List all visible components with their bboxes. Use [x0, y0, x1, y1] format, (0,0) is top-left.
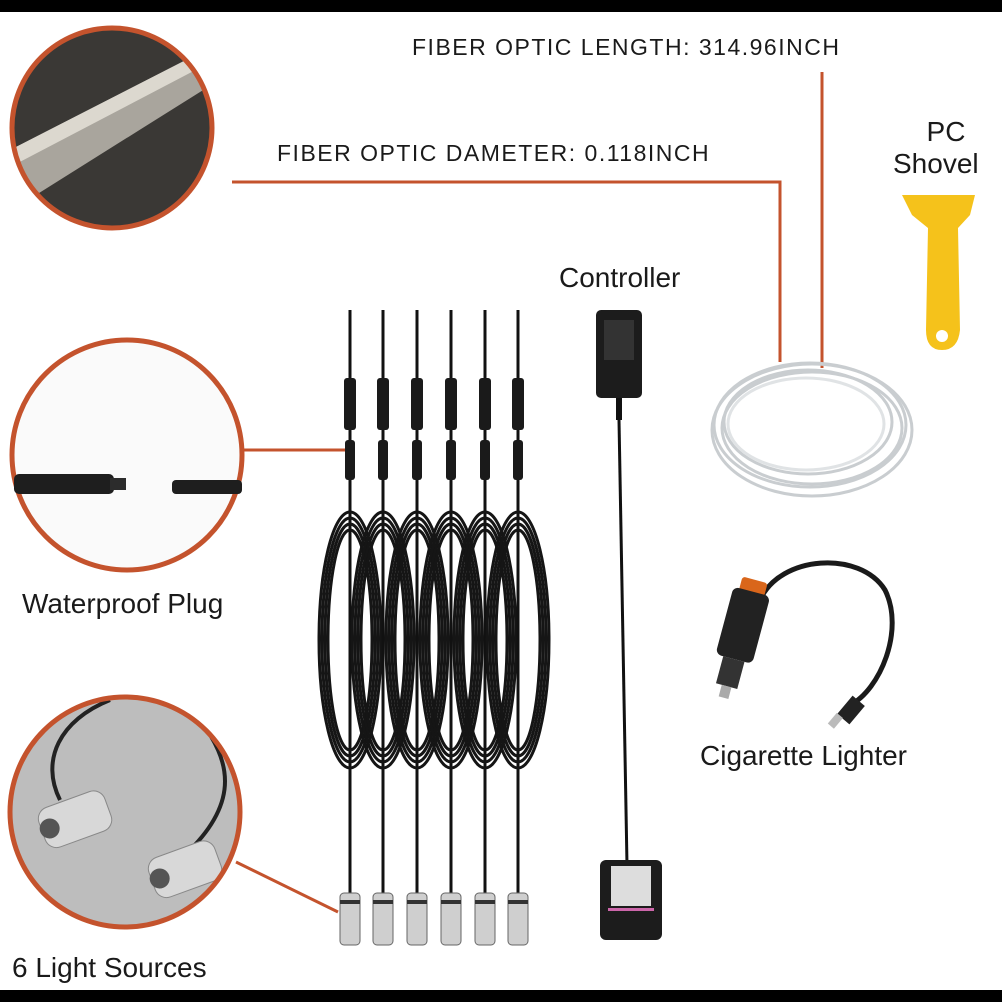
light-source-head-3 [406, 892, 428, 946]
cable-coil-3 [390, 522, 444, 758]
controller-label: Controller [559, 262, 681, 293]
light-source-ring-2 [373, 900, 393, 904]
cable-coil-3 [384, 510, 450, 770]
cable-coil-2 [356, 522, 410, 758]
cable-coil-2 [350, 510, 416, 770]
light-source-ring-3 [407, 900, 427, 904]
pc-shovel [902, 195, 975, 350]
cable-coil-5 [458, 522, 512, 758]
cable-coil-4 [418, 510, 484, 770]
fiber-closeup-circle [9, 25, 215, 231]
cable-coil-5 [452, 510, 518, 770]
light-source-head-4 [440, 892, 462, 946]
cable-coil-5 [455, 516, 515, 764]
cable-coil-2 [359, 528, 407, 752]
waterproof-plug-label: Waterproof Plug [22, 588, 224, 619]
light-source-head-2 [372, 892, 394, 946]
light-source-ring-5 [475, 900, 495, 904]
cable-coil-4 [424, 522, 478, 758]
cable-plug-3 [411, 378, 423, 430]
cable-plug-socket-4 [446, 440, 456, 480]
light-source-head-5 [474, 892, 496, 946]
light-source-ring-6 [508, 900, 528, 904]
light-source-head-1 [339, 892, 361, 946]
leader-lines [232, 72, 824, 914]
controller [596, 310, 662, 940]
cable-coil-6 [491, 522, 545, 758]
cable-coil-6 [494, 528, 542, 752]
cable-plug-socket-2 [378, 440, 388, 480]
cable-plug-1 [344, 378, 356, 430]
fiber-optic-coil [710, 361, 914, 498]
light-source-ring-4 [441, 900, 461, 904]
fiber-length-label: FIBER OPTIC LENGTH: 314.96INCH [412, 34, 841, 60]
light-source-head-6 [507, 892, 529, 946]
cable-coil-1 [323, 522, 377, 758]
cable-coil-1 [320, 516, 380, 764]
cable-coil-2 [353, 516, 413, 764]
cable-plug-socket-3 [412, 440, 422, 480]
light-source-leader-line [235, 860, 339, 914]
bottom-frame-bar [0, 990, 1002, 1002]
fiber-diameter-label: FIBER OPTIC DAMETER: 0.118INCH [277, 140, 711, 166]
cable-plug-socket-6 [513, 440, 523, 480]
cable-coil-3 [387, 516, 447, 764]
light-sources-label: 6 Light Sources [12, 952, 207, 983]
diameter-leader-line [232, 180, 782, 362]
cable-coil-4 [427, 528, 475, 752]
light-sources-circle [7, 694, 243, 930]
waterproof-plug-circle [9, 337, 245, 573]
cable-plug-6 [512, 378, 524, 430]
cable-coil-5 [461, 528, 509, 752]
light-source-ring-1 [340, 900, 360, 904]
light-source-cables [317, 310, 551, 946]
cable-coil-1 [326, 528, 374, 752]
cable-coil-4 [421, 516, 481, 764]
cigarette-lighter-label: Cigarette Lighter [700, 740, 908, 771]
cable-plug-socket-5 [480, 440, 490, 480]
qr-code [611, 866, 651, 906]
top-frame-bar [0, 0, 1002, 12]
pc-shovel-label-line2: Shovel [893, 148, 979, 179]
cable-plug-2 [377, 378, 389, 430]
cable-coil-6 [485, 510, 551, 770]
cable-coil-6 [488, 516, 548, 764]
cable-plug-5 [479, 378, 491, 430]
cigarette-lighter [715, 560, 895, 729]
cable-plug-socket-1 [345, 440, 355, 480]
cable-plug-4 [445, 378, 457, 430]
cable-coil-1 [317, 510, 383, 770]
cable-coil-3 [393, 528, 441, 752]
pc-shovel-label-line1: PC [926, 116, 966, 147]
